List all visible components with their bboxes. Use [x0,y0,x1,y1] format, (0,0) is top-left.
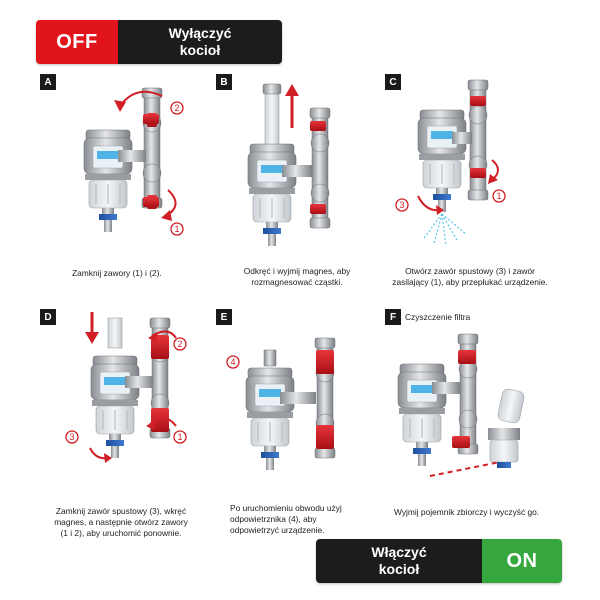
callout-d-1: 1 [174,431,186,443]
step-letter-d: D [40,309,56,325]
turn-off-boiler-text: Wyłączyć kocioł [118,20,282,64]
step-b-caption: Odkręć i wyjmij magnes, aby rozmagnesowa… [234,266,360,288]
svg-text:2: 2 [177,339,182,349]
caption-line: Po uruchomieniu obwodu użyj [230,503,342,514]
caption-line: Zamknij zawór spustowy (3), wkręć [48,506,194,517]
boiler-on-banner: Włączyć kocioł ON [316,539,562,583]
turn-off-line-1: Wyłączyć [169,25,232,42]
caption-line: odpowietrzyć urządzenie. [230,525,342,536]
caption-line: (1 i 2), aby uruchomić ponownie. [48,528,194,539]
caption-line: Otwórz zawór spustowy (3) i zawór [378,266,562,277]
caption-line: Wyjmij pojemnik zbiorczy i wyczyść go. [394,507,539,518]
svg-text:3: 3 [69,432,74,442]
caption-line: Zamknij zawory (1) i (2). [72,268,162,279]
step-letter-c: C [385,74,401,90]
step-letter-f: F [385,309,401,325]
svg-text:2: 2 [174,103,179,113]
caption-line: magnes, a następnie otwórz zawory [48,517,194,528]
callout-e-4: 4 [227,356,239,368]
caption-line: rozmagnesować cząstki. [234,277,360,288]
callout-c-1: 1 [493,190,505,202]
callout-c-3: 3 [396,199,408,211]
callout-d-3: 3 [66,431,78,443]
svg-text:1: 1 [174,224,179,234]
callout-a-2: 2 [171,102,183,114]
step-a-illustration [84,88,176,232]
step-d-illustration [85,312,176,463]
svg-text:3: 3 [399,200,404,210]
step-c-caption: Otwórz zawór spustowy (3) i zawór zasila… [378,266,562,288]
callout-a-1: 1 [171,223,183,235]
step-b-illustration [248,84,330,246]
caption-line: odpowietrznika (4), aby [230,514,342,525]
step-letter-a: A [40,74,56,90]
turn-on-line-2: kocioł [379,561,419,578]
svg-text:1: 1 [496,191,501,201]
caption-line: zasilający (1), aby przepłukać urządzeni… [378,277,562,288]
step-e-caption: Po uruchomieniu obwodu użyj odpowietrzni… [230,503,342,536]
on-label: ON [482,539,562,583]
step-d-caption: Zamknij zawór spustowy (3), wkręć magnes… [48,506,194,539]
svg-text:4: 4 [230,357,235,367]
step-letter-e: E [216,309,232,325]
turn-off-line-2: kocioł [180,42,220,59]
callout-d-2: 2 [174,338,186,350]
boiler-off-banner: OFF Wyłączyć kocioł [36,20,282,64]
step-a-caption: Zamknij zawory (1) i (2). [72,268,162,279]
turn-on-line-1: Włączyć [371,544,426,561]
svg-text:1: 1 [177,432,182,442]
turn-on-boiler-text: Włączyć kocioł [316,539,482,583]
filter-cleaning-title: Czyszczenie filtra [405,312,470,322]
step-c-illustration [418,80,498,246]
step-f-caption: Wyjmij pojemnik zbiorczy i wyczyść go. [394,507,539,518]
caption-line: Odkręć i wyjmij magnes, aby [234,266,360,277]
step-e-illustration [246,338,335,470]
step-f-illustration [398,334,525,476]
step-letter-b: B [216,74,232,90]
off-label: OFF [36,20,118,64]
